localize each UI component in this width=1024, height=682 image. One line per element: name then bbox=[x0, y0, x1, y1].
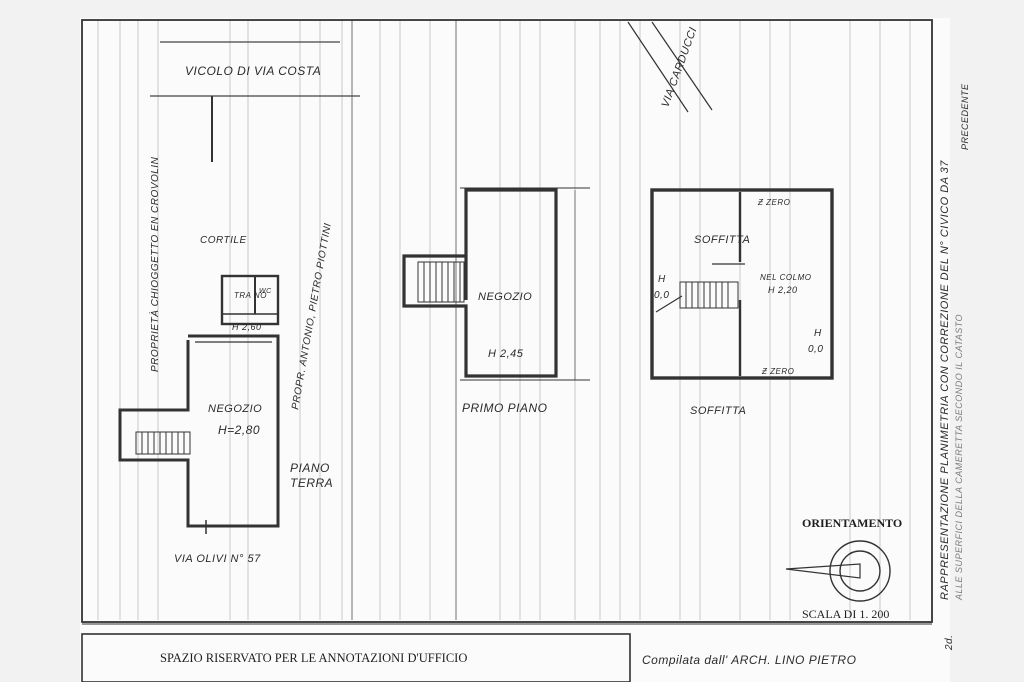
street-bottom-label: VIA OLIVI N° 57 bbox=[174, 553, 261, 565]
attic-midheight-2: H 2,20 bbox=[768, 285, 798, 295]
first-shop-walls bbox=[402, 188, 558, 378]
ground-shop-label: NEGOZIO bbox=[208, 403, 262, 415]
street-edge-line bbox=[651, 21, 713, 111]
attic-midheight-1: NEL COLMO bbox=[760, 273, 811, 282]
first-floor-label: PRIMO PIANO bbox=[462, 401, 548, 415]
ground-shop-height: H=2,80 bbox=[218, 423, 260, 437]
attic-h-right-1: H bbox=[814, 328, 822, 339]
attic-h-right-2: 0,0 bbox=[808, 344, 823, 355]
compass-icon bbox=[785, 540, 891, 602]
ground-floor-label-2: TERRA bbox=[290, 476, 333, 490]
ground-floor-plan: CORTILE TRA NO WC H 2,60 NEGOZIO H=2,80 … bbox=[118, 235, 333, 565]
compiled-by: Compilata dall' ARCH. LINO PIETRO bbox=[642, 653, 856, 667]
first-floor-plan: NEGOZIO H 2,45 PRIMO PIANO bbox=[402, 187, 590, 415]
attic-room-label: SOFFITTA bbox=[694, 234, 750, 246]
attic-h-left-1: H bbox=[658, 274, 666, 285]
street-top-label: VICOLO DI VIA COSTA bbox=[185, 64, 321, 78]
wc-label: WC bbox=[259, 288, 272, 295]
attic-floor-label: SOFFITTA bbox=[690, 405, 746, 417]
ground-shop-walls bbox=[118, 334, 280, 528]
grid-dark-lines bbox=[351, 20, 576, 620]
office-notes-box bbox=[81, 633, 631, 682]
scale-label: SCALA DI 1. 200 bbox=[802, 607, 889, 621]
side-note-2: PRECEDENTE bbox=[960, 83, 970, 150]
side-note-1: RAPPRESENTAZIONE PLANIMETRIA CON CORREZI… bbox=[939, 160, 951, 600]
slope-mark bbox=[655, 295, 683, 313]
side-ref: 2d. bbox=[944, 635, 955, 651]
neighbor-left-label: PROPRIETÀ CHIOGGETTO EN CROVOLIN bbox=[148, 156, 161, 372]
ground-floor-label-1: PIANO bbox=[290, 461, 330, 475]
attic-h-left-2: 0,0 bbox=[654, 290, 669, 301]
first-stairs bbox=[417, 261, 465, 303]
first-shop-height: H 2,45 bbox=[488, 348, 524, 360]
small-room-outline bbox=[220, 274, 280, 326]
small-room-height: H 2,60 bbox=[232, 322, 262, 332]
drawing-frame bbox=[81, 19, 933, 623]
attic-plan: Ƶ ZERO SOFFITTA NEL COLMO H 2,20 H 0,0 H… bbox=[650, 188, 834, 417]
attic-zero-bottom: Ƶ ZERO bbox=[761, 367, 794, 376]
courtyard-label: CORTILE bbox=[200, 235, 247, 246]
attic-stairs bbox=[679, 281, 739, 309]
background-grid bbox=[97, 20, 911, 620]
side-note-3: ALLE SUPERFICI DELLA CAMERETTA SECONDO I… bbox=[954, 314, 964, 601]
orientation-title: ORIENTAMENTO bbox=[802, 516, 902, 530]
attic-zero-top: Ƶ ZERO bbox=[757, 198, 790, 207]
small-room-label: TRA NO bbox=[234, 291, 267, 300]
first-shop-label: NEGOZIO bbox=[478, 291, 532, 303]
attic-walls bbox=[650, 188, 834, 380]
street-edge-line bbox=[627, 21, 689, 113]
office-notes-title: SPAZIO RISERVATO PER LE ANNOTAZIONI D'UF… bbox=[160, 651, 467, 665]
ground-stairs bbox=[135, 431, 191, 455]
